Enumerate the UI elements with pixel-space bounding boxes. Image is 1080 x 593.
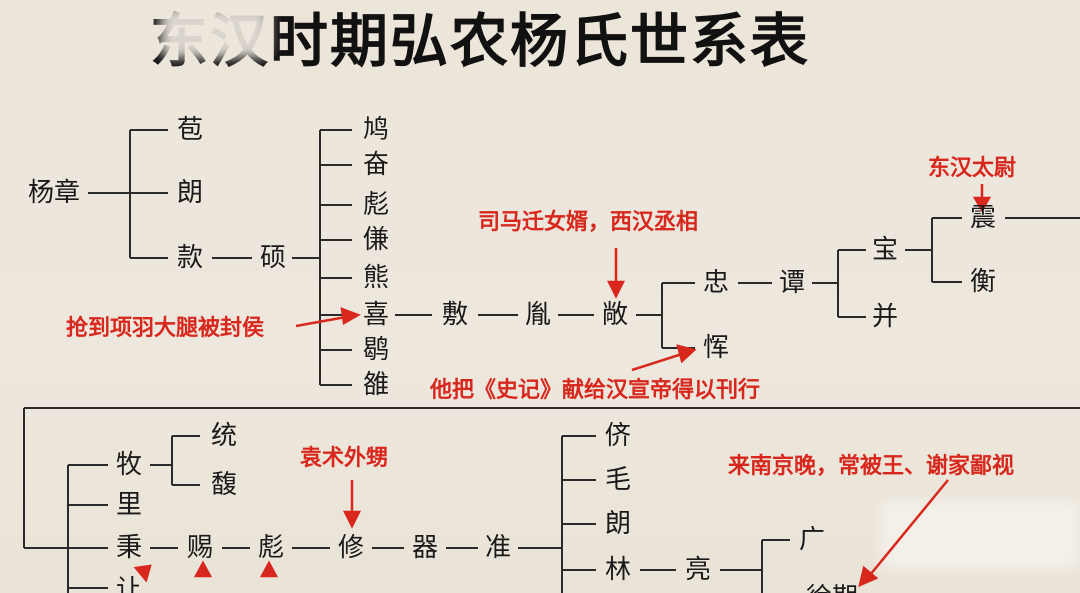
node-shuo-child-4: 傔 xyxy=(362,225,390,255)
node-li: 里 xyxy=(115,490,143,520)
annotation-yun: 他把《史记》献给汉宣帝得以刊行 xyxy=(430,378,761,403)
node-liang: 亮 xyxy=(684,555,712,585)
node-mu: 牧 xyxy=(115,450,143,480)
node-guang: 广 xyxy=(798,525,826,555)
node-bao: 宝 xyxy=(871,235,899,265)
node-xiong: 熊 xyxy=(362,263,390,293)
node-chang: 敞 xyxy=(601,300,629,330)
annotation-zhen: 东汉太尉 xyxy=(928,156,1017,181)
node-zhen: 震 xyxy=(969,203,997,233)
annotation-xiu: 袁术外甥 xyxy=(300,446,389,471)
node-yangzhang: 杨章 xyxy=(27,178,81,208)
node-bing-2: 秉 xyxy=(115,533,143,563)
node-shuo-child-8: 雒 xyxy=(362,370,390,400)
node-shuo-child-7: 鹖 xyxy=(362,335,390,365)
node-ci: 赐 xyxy=(186,533,214,563)
node-fu: 敷 xyxy=(441,300,469,330)
node-biao: 彪 xyxy=(257,533,285,563)
node-lin: 林 xyxy=(604,555,632,585)
title-blur-left xyxy=(160,6,270,58)
annotation-xi: 抢到项羽大腿被封侯 xyxy=(66,316,265,341)
node-shuo-child-3: 彪 xyxy=(362,190,390,220)
title-blur-right xyxy=(850,8,920,60)
node-fen: 奋 xyxy=(362,150,390,180)
node-qi: 器 xyxy=(411,533,439,563)
node-zhun: 准 xyxy=(484,533,512,563)
node-jiao: 侪 xyxy=(604,421,632,451)
annotation-lin: 来南京晚，常被王、谢家鄙视 xyxy=(728,454,1015,479)
node-lang-1: 朗 xyxy=(176,178,204,208)
node-mao: 毛 xyxy=(604,465,632,495)
node-ba: 苞 xyxy=(176,115,204,145)
photo-glare xyxy=(880,500,1080,570)
node-xi: 喜 xyxy=(362,300,390,330)
node-kuan: 款 xyxy=(176,243,204,273)
annotation-chang: 司马迁女婿，西汉丞相 xyxy=(478,210,699,235)
node-tan: 谭 xyxy=(778,268,806,298)
node-xiu: 修 xyxy=(337,533,365,563)
node-tong: 统 xyxy=(210,421,238,451)
node-yin: 胤 xyxy=(524,300,552,330)
node-rang: 让 xyxy=(115,575,143,593)
node-cut-off: 徐期 xyxy=(806,583,858,593)
node-fu-2: 馥 xyxy=(210,470,238,500)
node-zhong: 忠 xyxy=(702,268,730,298)
node-shuo: 硕 xyxy=(259,243,287,273)
node-yun: 恽 xyxy=(702,333,730,363)
node-bing: 并 xyxy=(871,302,899,332)
node-shuo-child-1: 鸠 xyxy=(362,115,390,145)
node-lang-2: 朗 xyxy=(604,509,632,539)
node-heng: 衡 xyxy=(969,267,997,297)
